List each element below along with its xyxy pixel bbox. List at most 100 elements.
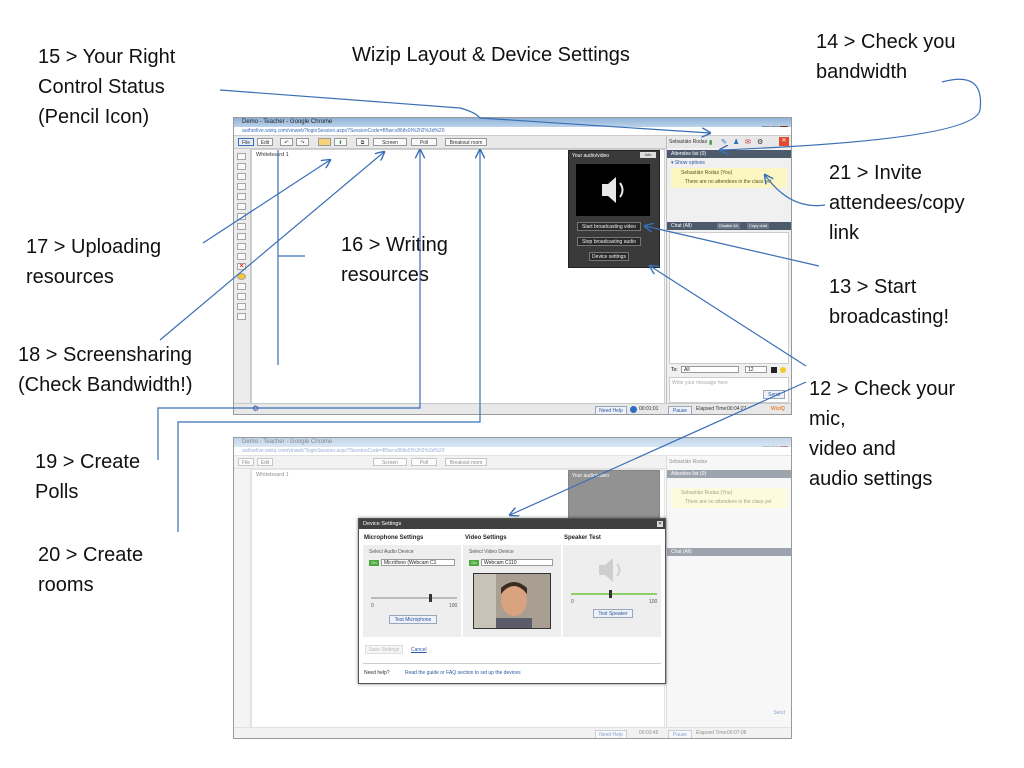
undo-icon[interactable]: ↶	[280, 138, 293, 146]
table-tool-icon[interactable]	[237, 233, 246, 240]
video-on-badge[interactable]: On	[469, 560, 479, 566]
video-device-select[interactable]: Webcam C110	[481, 559, 553, 566]
triangle-tool-icon[interactable]	[237, 223, 246, 230]
ellipse-tool-icon[interactable]	[237, 203, 246, 210]
class-toolbar: File Edit ↶ ↷ ⬆ ⧉ Screen Poll Breakout r…	[234, 136, 666, 149]
dialog-header: Device Settings ✕	[359, 519, 665, 529]
help-icon[interactable]	[630, 406, 637, 413]
video-settings-heading: Video Settings	[465, 535, 507, 541]
attendee-list-header[interactable]: Attendee list (0)	[667, 150, 791, 158]
no-attendees-text: There are no attendees in the class yet	[685, 179, 772, 185]
test-speaker-button[interactable]: Test Speaker	[593, 609, 633, 618]
start-broadcasting-video-button[interactable]: Start broadcasting video	[577, 222, 641, 231]
page-icon[interactable]	[237, 313, 246, 320]
chat-title: Chat (All)	[671, 223, 692, 229]
eraser-tool-icon[interactable]	[237, 253, 246, 260]
annotation-15: 15 > Your Right Control Status (Pencil I…	[38, 46, 176, 128]
font-size-select[interactable]: 12	[745, 366, 767, 373]
mic-settings-heading: Microphone Settings	[364, 535, 424, 541]
speaker-test-heading: Speaker Test	[564, 535, 601, 541]
mic-device-select[interactable]: Micrófono (Webcam C1	[381, 559, 455, 566]
poll-button[interactable]: Poll	[411, 138, 437, 146]
speaker-scale-max: 100	[649, 599, 658, 605]
need-help-button-2[interactable]: Need Help	[595, 730, 627, 738]
dialog-close-icon[interactable]: ✕	[657, 521, 663, 527]
chat-to-label: To:	[671, 367, 678, 373]
video-preview	[576, 164, 650, 216]
mic-volume-slider[interactable]	[371, 594, 457, 602]
self-attendee: Sebastián Rodas (You)	[681, 170, 733, 176]
exit-icon[interactable]: ✕	[779, 137, 789, 146]
file-menu-button[interactable]: File	[238, 138, 254, 146]
annotation-20: 20 > Create rooms	[38, 544, 144, 596]
annotation-19: 19 > Create Polls	[35, 451, 141, 503]
line-width-icon[interactable]	[237, 293, 246, 300]
device-settings-button[interactable]: Device settings	[589, 252, 629, 261]
chat-recipient-select[interactable]: All	[681, 366, 739, 373]
save-settings-button[interactable]: Save Settings	[365, 645, 403, 654]
line-tool-icon[interactable]	[237, 213, 246, 220]
annotation-21: 21 > Invite attendees/copy link	[829, 162, 965, 244]
rectangle-tool-icon[interactable]	[237, 193, 246, 200]
video-section: Select Video Device On Webcam C110	[463, 545, 561, 637]
whiteboard-tab[interactable]: Whiteboard 1	[256, 152, 289, 158]
whiteboard-canvas[interactable]: Whiteboard 1 Your audio/video Info Start…	[251, 149, 665, 404]
test-microphone-button[interactable]: Test Microphone	[389, 615, 437, 624]
invite-icon[interactable]: ✉	[745, 139, 751, 146]
av-info-button[interactable]: Info	[640, 152, 656, 158]
video-select-label: Select Video Device	[469, 549, 514, 555]
edit-menu-button[interactable]: Edit	[257, 138, 273, 146]
message-placeholder: Write your message here	[672, 380, 728, 386]
disable-all-button[interactable]: Disable All	[717, 223, 740, 229]
bandwidth-icon[interactable]: ▮	[709, 140, 713, 146]
copy-icon[interactable]: ⧉	[356, 138, 369, 146]
text-tool-icon[interactable]	[237, 243, 246, 250]
breakout-room-button[interactable]: Breakout room	[445, 138, 487, 146]
attendee-list-title: Attendee list (0)	[671, 151, 707, 157]
speaker-volume-slider[interactable]	[571, 590, 657, 598]
pause-button[interactable]: Pause	[668, 406, 692, 414]
folder-upload-icon[interactable]	[318, 138, 331, 146]
redo-icon[interactable]: ↷	[296, 138, 309, 146]
send-button-2[interactable]: Send	[773, 710, 785, 716]
status-bar-2: Need Help 00:03:45 Pause Elapsed Time: 0…	[234, 727, 791, 738]
settings-gear-icon[interactable]: ⚙	[252, 404, 260, 413]
color-picker-icon[interactable]	[237, 283, 246, 290]
dialog-divider	[363, 663, 661, 664]
highlighter-tool-icon[interactable]	[237, 183, 246, 190]
pause-button-2[interactable]: Pause	[668, 730, 692, 738]
drawing-toolbar-2	[234, 469, 251, 728]
show-options-link[interactable]: ▾ Show options	[671, 160, 705, 166]
address-bar[interactable]: authorlive.wiziq.com/vinweb?loginSession…	[234, 127, 791, 136]
zoom-icon[interactable]	[237, 303, 246, 310]
webcam-preview	[473, 573, 551, 629]
screen-share-button[interactable]: Screen	[373, 138, 407, 146]
pointer-tool-icon[interactable]	[237, 163, 246, 170]
settings-icon[interactable]: ⚙	[757, 139, 764, 146]
mic-on-badge[interactable]: On	[369, 560, 379, 566]
url-text: authorlive.wiziq.com/vinweb?loginSession…	[242, 128, 445, 134]
elapsed-label: Elapsed Time:	[696, 406, 728, 412]
window-titlebar: Demo - Teacher - Google Chrome	[234, 118, 791, 132]
content-upload-icon[interactable]: ⬆	[334, 138, 347, 146]
person-icon[interactable]: ♟	[733, 139, 740, 146]
select-tool-icon[interactable]	[237, 153, 246, 160]
window-controls[interactable]	[761, 119, 789, 132]
slide-title: Wizip Layout & Device Settings	[352, 44, 630, 66]
pencil-tool-icon[interactable]	[237, 173, 246, 180]
emoticon-icon[interactable]	[237, 273, 246, 280]
message-input[interactable]: Write your message here Send	[669, 377, 789, 403]
text-color-icon[interactable]	[771, 367, 777, 373]
need-help-button[interactable]: Need Help	[595, 406, 627, 414]
clear-icon[interactable]: ✕	[237, 263, 246, 270]
stop-broadcasting-audio-button[interactable]: Stop broadcasting audio	[577, 237, 641, 246]
send-button[interactable]: Send	[763, 390, 785, 399]
cancel-link[interactable]: Cancel	[411, 647, 427, 653]
pencil-icon[interactable]: ✎	[721, 139, 727, 146]
emoticon-picker-icon[interactable]	[780, 367, 786, 373]
setup-guide-link[interactable]: Read the guide or FAQ section to set up …	[405, 670, 521, 676]
speaker-icon	[602, 177, 624, 203]
session-timer-2: 00:03:45	[639, 730, 659, 736]
copy-chat-button[interactable]: Copy chat	[747, 223, 770, 229]
mic-scale-max: 100	[449, 603, 458, 609]
